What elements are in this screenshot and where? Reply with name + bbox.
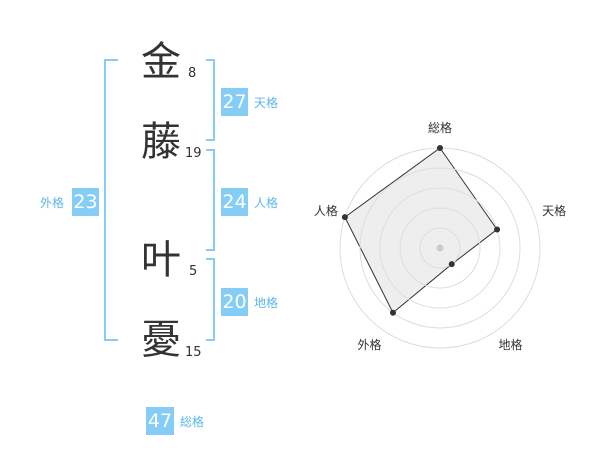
radar-axis-label: 人格 xyxy=(313,203,338,218)
radar-point-5 xyxy=(341,214,348,221)
stroke-count-4: 15 xyxy=(185,345,202,360)
radar-axis-label: 外格 xyxy=(357,338,382,353)
name-char-2: 藤 xyxy=(141,119,181,165)
stroke-count-3: 5 xyxy=(189,264,198,279)
gaikaku-bracket xyxy=(104,59,118,341)
name-char-4: 憂 xyxy=(141,317,181,363)
chikaku-bracket xyxy=(206,258,215,341)
soukaku-label: 総格 xyxy=(180,415,205,429)
tenkaku-label: 天格 xyxy=(254,96,279,110)
radar-axis-label: 地格 xyxy=(498,338,523,353)
gaikaku-score: 23 xyxy=(72,188,99,216)
radar-point-2 xyxy=(494,226,501,233)
radar-center-dot xyxy=(436,244,444,252)
radar-grid-ring xyxy=(379,187,501,309)
jinkaku-score: 24 xyxy=(221,188,248,216)
name-char-3: 叶 xyxy=(141,237,181,283)
stroke-count-2: 19 xyxy=(185,146,202,161)
stroke-count-1: 8 xyxy=(188,66,197,81)
tenkaku-bracket xyxy=(206,59,215,141)
radar-point-3 xyxy=(448,261,455,268)
chikaku-score: 20 xyxy=(221,288,248,316)
radar-grid-ring xyxy=(399,207,481,289)
radar-axis-label: 総格 xyxy=(428,121,453,135)
jinkaku-label: 人格 xyxy=(254,196,279,210)
jinkaku-bracket xyxy=(206,149,215,251)
radar-grid-ring xyxy=(419,227,461,269)
tenkaku-score: 27 xyxy=(221,88,248,116)
chikaku-label: 地格 xyxy=(254,296,279,310)
soukaku-score: 47 xyxy=(146,407,174,435)
radar-axis-label: 天格 xyxy=(542,203,567,218)
radar-point-1 xyxy=(437,145,443,151)
radar-point-4 xyxy=(389,309,396,316)
name-char-1: 金 xyxy=(141,39,181,85)
radar-grid-ring xyxy=(359,167,521,329)
gaikaku-label: 外格 xyxy=(40,196,65,210)
radar-data-polygon xyxy=(344,147,498,314)
